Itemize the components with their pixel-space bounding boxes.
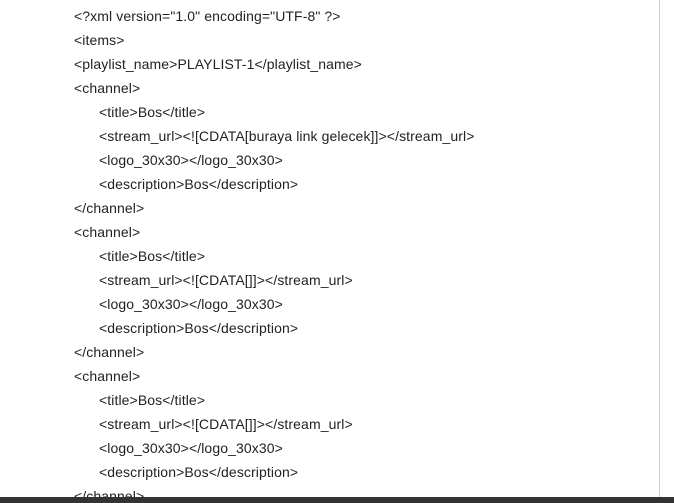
xml-line: <title>Bos</title> [99, 392, 206, 408]
xml-line: <items> [74, 32, 125, 48]
xml-line: <playlist_name>PLAYLIST-1</playlist_name… [74, 56, 362, 72]
xml-line: <description>Bos</description> [99, 464, 299, 480]
bottom-bar [0, 497, 674, 503]
xml-line: <description>Bos</description> [99, 320, 299, 336]
xml-code-block: <?xml version="1.0" encoding="UTF-8" ?> … [74, 4, 654, 503]
xml-line: </channel> [74, 344, 145, 360]
xml-line: <?xml version="1.0" encoding="UTF-8" ?> [74, 8, 341, 24]
xml-line: <stream_url><![CDATA[]]></stream_url> [99, 272, 353, 288]
xml-line: <channel> [74, 80, 141, 96]
content-right-border [659, 0, 660, 497]
xml-line: <logo_30x30></logo_30x30> [99, 152, 283, 168]
xml-line: <stream_url><![CDATA[buraya link gelecek… [99, 128, 475, 144]
xml-line: <stream_url><![CDATA[]]></stream_url> [99, 416, 353, 432]
xml-line: <channel> [74, 368, 141, 384]
xml-line: <title>Bos</title> [99, 248, 206, 264]
content-area: <?xml version="1.0" encoding="UTF-8" ?> … [74, 0, 660, 503]
xml-line: </channel> [74, 200, 145, 216]
xml-line: <logo_30x30></logo_30x30> [99, 296, 283, 312]
xml-line: <description>Bos</description> [99, 176, 299, 192]
xml-line: <channel> [74, 224, 141, 240]
xml-line: <logo_30x30></logo_30x30> [99, 440, 283, 456]
xml-line: <title>Bos</title> [99, 104, 206, 120]
